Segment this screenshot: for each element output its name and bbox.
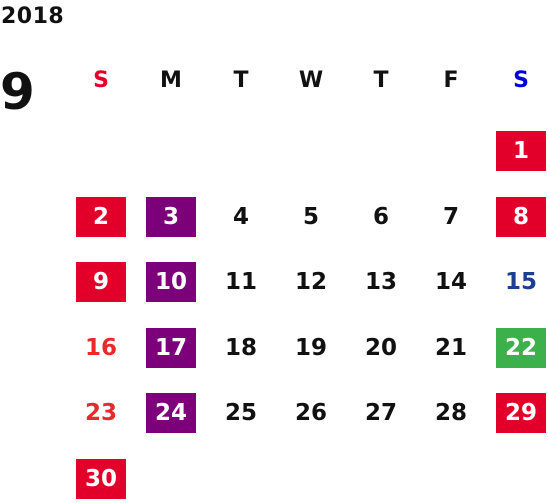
calendar-day-29[interactable]: 29 bbox=[496, 393, 546, 433]
calendar-day-1[interactable]: 1 bbox=[496, 131, 546, 171]
calendar-day-15[interactable]: 15 bbox=[504, 269, 537, 295]
weekday-header-1: M bbox=[160, 68, 182, 93]
calendar-day-19[interactable]: 19 bbox=[294, 335, 327, 361]
calendar-day-25[interactable]: 25 bbox=[224, 400, 257, 426]
calendar-month: 9 bbox=[0, 63, 35, 121]
calendar-day-12[interactable]: 12 bbox=[294, 269, 327, 295]
calendar-day-11[interactable]: 11 bbox=[224, 269, 257, 295]
calendar-day-8[interactable]: 8 bbox=[496, 197, 546, 237]
calendar-day-21[interactable]: 21 bbox=[434, 335, 467, 361]
calendar-year: 2018 bbox=[1, 4, 65, 29]
calendar-day-28[interactable]: 28 bbox=[434, 400, 467, 426]
calendar-day-18[interactable]: 18 bbox=[224, 335, 257, 361]
calendar-day-7[interactable]: 7 bbox=[442, 204, 459, 230]
weekday-header-6: S bbox=[513, 68, 529, 93]
calendar-day-4[interactable]: 4 bbox=[232, 204, 249, 230]
calendar-day-24[interactable]: 24 bbox=[146, 393, 196, 433]
calendar-day-16[interactable]: 16 bbox=[84, 335, 117, 361]
calendar-day-22[interactable]: 22 bbox=[496, 328, 546, 368]
weekday-header-5: F bbox=[443, 68, 459, 93]
weekday-header-0: S bbox=[93, 68, 109, 93]
calendar-day-23[interactable]: 23 bbox=[84, 400, 117, 426]
calendar-day-17[interactable]: 17 bbox=[146, 328, 196, 368]
calendar-day-3[interactable]: 3 bbox=[146, 197, 196, 237]
calendar-day-6[interactable]: 6 bbox=[372, 204, 389, 230]
weekday-header-2: T bbox=[233, 68, 249, 93]
calendar-day-30[interactable]: 30 bbox=[76, 459, 126, 499]
calendar-day-2[interactable]: 2 bbox=[76, 197, 126, 237]
calendar-day-14[interactable]: 14 bbox=[434, 269, 467, 295]
calendar-day-13[interactable]: 13 bbox=[364, 269, 397, 295]
calendar-day-26[interactable]: 26 bbox=[294, 400, 327, 426]
weekday-header-3: W bbox=[298, 68, 324, 93]
calendar-day-5[interactable]: 5 bbox=[302, 204, 319, 230]
weekday-header-4: T bbox=[373, 68, 389, 93]
calendar-day-20[interactable]: 20 bbox=[364, 335, 397, 361]
calendar-day-10[interactable]: 10 bbox=[146, 262, 196, 302]
calendar-day-9[interactable]: 9 bbox=[76, 262, 126, 302]
calendar-day-27[interactable]: 27 bbox=[364, 400, 397, 426]
